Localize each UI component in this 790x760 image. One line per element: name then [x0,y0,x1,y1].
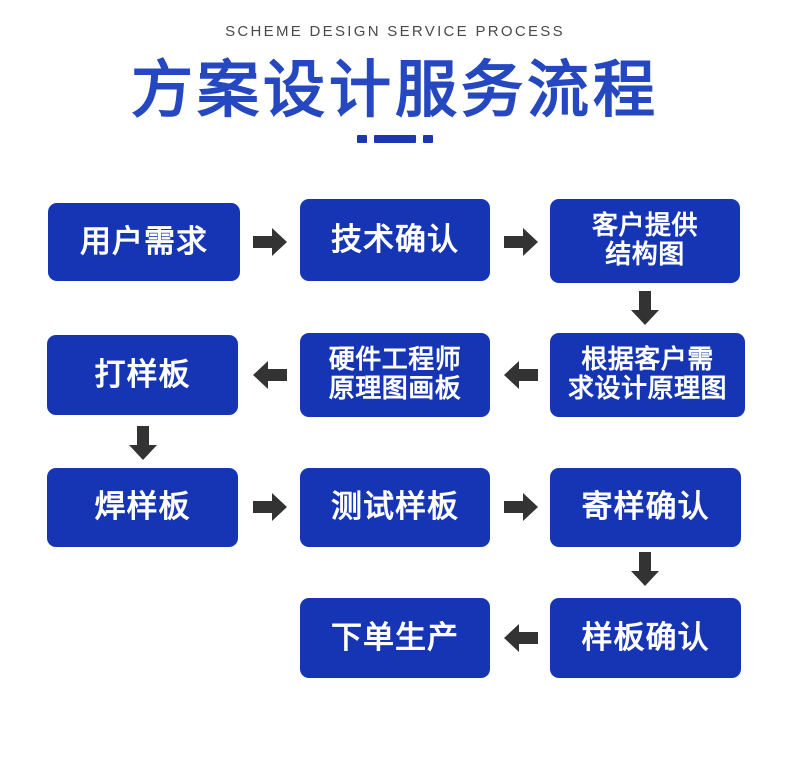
flow-node-label-line2: 求设计原理图 [567,374,727,405]
flow-node-label: 下单生产 [331,619,459,656]
flow-node-label: 焊样板 [94,489,191,526]
flow-node-send-sample-confirmation[interactable]: 寄样确认 [550,468,741,548]
eyebrow-subtitle: SCHEME DESIGN SERVICE PROCESS [225,23,565,40]
flow-node-sample-board-confirmation[interactable]: 样板确认 [550,598,741,679]
page-header: SCHEME DESIGN SERVICE PROCESS 方案设计服务流程 [0,0,790,143]
flow-node-label: 用户需求 [80,223,208,260]
arrow-right-icon [252,225,288,259]
flow-node-place-production-order[interactable]: 下单生产 [300,598,490,679]
arrow-down-icon [628,290,662,326]
flow-node-solder-sample-board[interactable]: 焊样板 [47,468,238,548]
arrow-right-icon [503,490,539,524]
arrow-left-icon [252,358,288,392]
arrow-down-icon [126,425,160,461]
flow-node-label: 技术确认 [331,221,459,258]
divider-dash-left [357,134,367,143]
arrow-left-icon [503,621,539,655]
divider-dash-right [423,134,433,143]
flow-node-label: 样板确认 [581,619,710,656]
flow-node-label-line2: 原理图画板 [328,374,462,405]
flow-node-label-line1: 客户提供 [591,210,698,241]
flow-node-user-requirement[interactable]: 用户需求 [48,203,240,282]
flow-node-technical-confirmation[interactable]: 技术确认 [300,199,490,282]
page-title: 方案设计服务流程 [130,53,659,126]
flow-node-test-sample-board[interactable]: 测试样板 [300,468,490,548]
flow-node-design-schematic-per-requirement[interactable]: 根据客户需 求设计原理图 [550,333,745,418]
flow-node-label-line1: 硬件工程师 [328,344,462,375]
divider-bar [374,134,416,143]
flow-node-label: 寄样确认 [581,489,710,526]
arrow-right-icon [503,225,539,259]
flow-node-customer-provides-structure-drawing[interactable]: 客户提供 结构图 [550,199,740,284]
arrow-right-icon [252,490,288,524]
flow-node-label-line2: 结构图 [605,240,685,271]
arrow-down-icon [628,551,662,587]
title-divider [0,134,790,143]
flow-node-hardware-engineer-schematic-board[interactable]: 硬件工程师 原理图画板 [300,333,490,418]
flow-node-label-line1: 根据客户需 [581,344,714,375]
arrow-left-icon [503,358,539,392]
flow-node-label: 测试样板 [331,489,459,526]
flow-node-prototype-board[interactable]: 打样板 [47,335,238,416]
process-flowchart: 用户需求 技术确认 客户提供 结构图 根据客户需 求设计原理图 硬件工程师 原理… [0,185,790,705]
flow-node-label: 打样板 [94,356,191,393]
